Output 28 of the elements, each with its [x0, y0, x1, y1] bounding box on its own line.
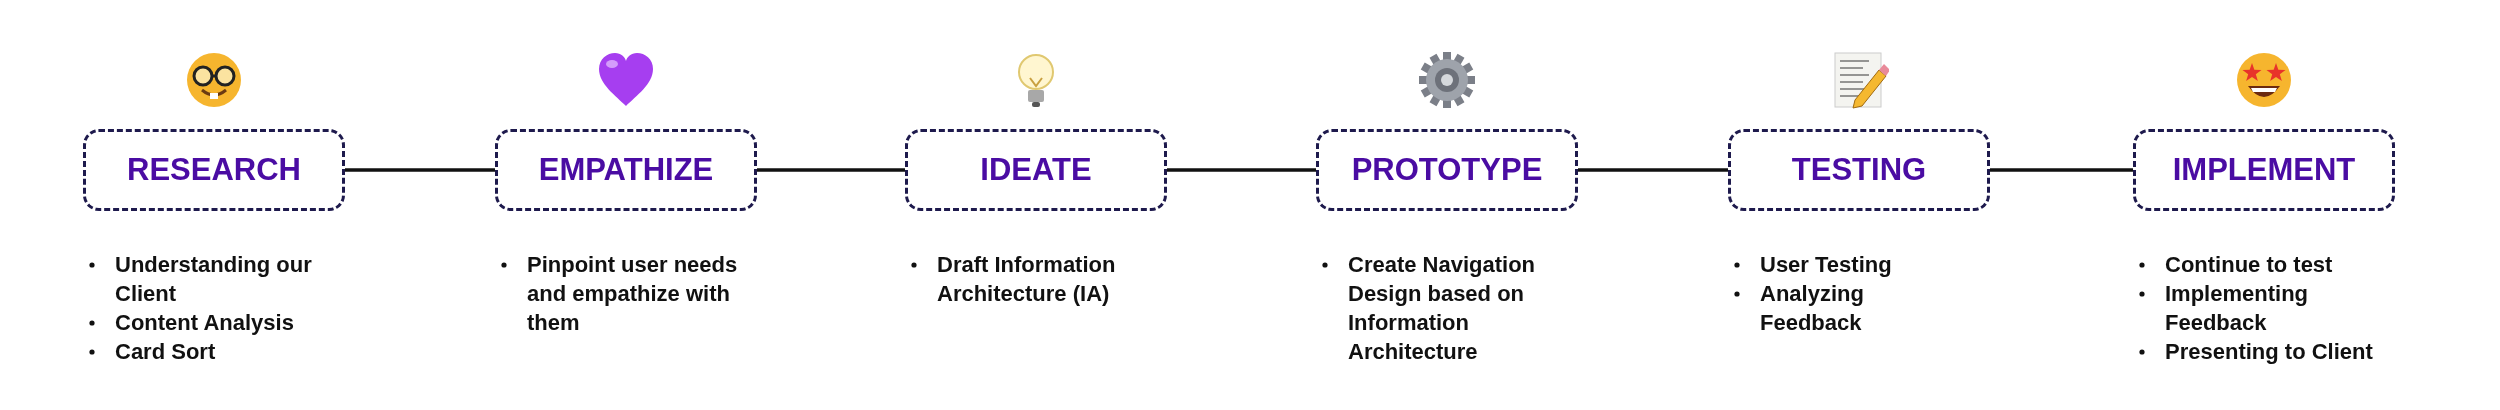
connector-line — [1990, 168, 2133, 172]
step-title: RESEARCH — [127, 152, 301, 188]
step-title: EMPATHIZE — [538, 152, 714, 188]
step-title: IDEATE — [980, 152, 1092, 188]
connector-line — [345, 168, 495, 172]
step-title: IMPLEMENT — [2172, 152, 2356, 188]
bullet-item: Draft Information Architecture (IA) — [937, 252, 1116, 306]
process-box — [905, 129, 1167, 211]
step-title: TESTING — [1791, 152, 1927, 188]
bullet-item: Analyzing Feedback — [1760, 281, 1864, 335]
bullet-item: Pinpoint user needs and empathize with them — [527, 252, 738, 335]
connector-line — [757, 168, 905, 172]
process-box — [1728, 129, 1990, 211]
connector-line — [1167, 168, 1316, 172]
bullet-item: Create Navigation Design based on Information Architecture — [1348, 252, 1536, 364]
bullet-item: Card Sort — [115, 339, 216, 364]
process-box — [2133, 129, 2395, 211]
bullet-item: Content Analysis — [115, 310, 294, 335]
bullet-item: User Testing — [1760, 252, 1892, 277]
process-box — [495, 129, 757, 211]
connector-line — [1578, 168, 1728, 172]
process-box — [1316, 129, 1578, 211]
step-title: PROTOTYPE — [1351, 152, 1543, 188]
bullet-item: Implementing Feedback — [2165, 281, 2308, 335]
bullet-item: Continue to test — [2165, 252, 2333, 277]
bullet-item: Understanding our Client — [115, 252, 312, 306]
bullet-item: Presenting to Client — [2165, 339, 2373, 364]
process-box — [83, 129, 345, 211]
